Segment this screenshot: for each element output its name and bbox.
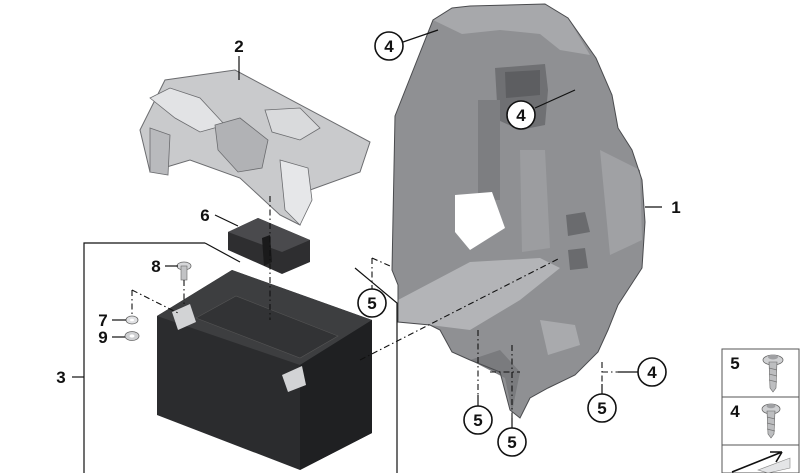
callout-4-right: 4: [637, 357, 667, 387]
battery-housing: [391, 3, 646, 419]
callout-6: 6: [200, 206, 209, 225]
callout-5-bottom: 5: [497, 427, 527, 457]
callout-2: 2: [234, 37, 243, 56]
svg-text:4: 4: [516, 106, 526, 125]
legend-number-4: 4: [730, 402, 740, 421]
rubber-pad: [228, 218, 310, 274]
callout-8: 8: [151, 257, 160, 276]
svg-text:4: 4: [384, 37, 394, 56]
callouts: 2 1 3 6 8 7 9 4 4 4 5 5 5: [56, 31, 681, 457]
callout-9: 9: [98, 328, 107, 347]
assembly-lines: [131, 196, 618, 418]
screw-with-flange-icon: [761, 403, 781, 439]
callout-5-right: 5: [587, 393, 617, 423]
callout-4-top: 4: [374, 31, 404, 61]
cover-plate: [139, 69, 371, 226]
hardware-legend: 5 4: [721, 348, 800, 473]
arrow-icon: [731, 451, 791, 473]
svg-text:5: 5: [597, 399, 606, 418]
callout-5-center: 5: [463, 405, 493, 435]
svg-text:5: 5: [473, 411, 482, 430]
callout-1: 1: [671, 198, 680, 217]
callout-4-mid: 4: [506, 100, 536, 130]
svg-text:5: 5: [367, 294, 376, 313]
screw-with-washer-icon: [762, 354, 784, 393]
svg-text:4: 4: [647, 363, 657, 382]
callout-7: 7: [98, 311, 107, 330]
battery: [157, 270, 372, 470]
legend-number-5: 5: [730, 354, 739, 373]
callout-5-left: 5: [357, 288, 387, 318]
callout-3: 3: [56, 368, 65, 387]
svg-text:5: 5: [507, 433, 516, 452]
nut: [124, 331, 140, 341]
bolt: [176, 261, 192, 281]
washer: [125, 315, 139, 325]
